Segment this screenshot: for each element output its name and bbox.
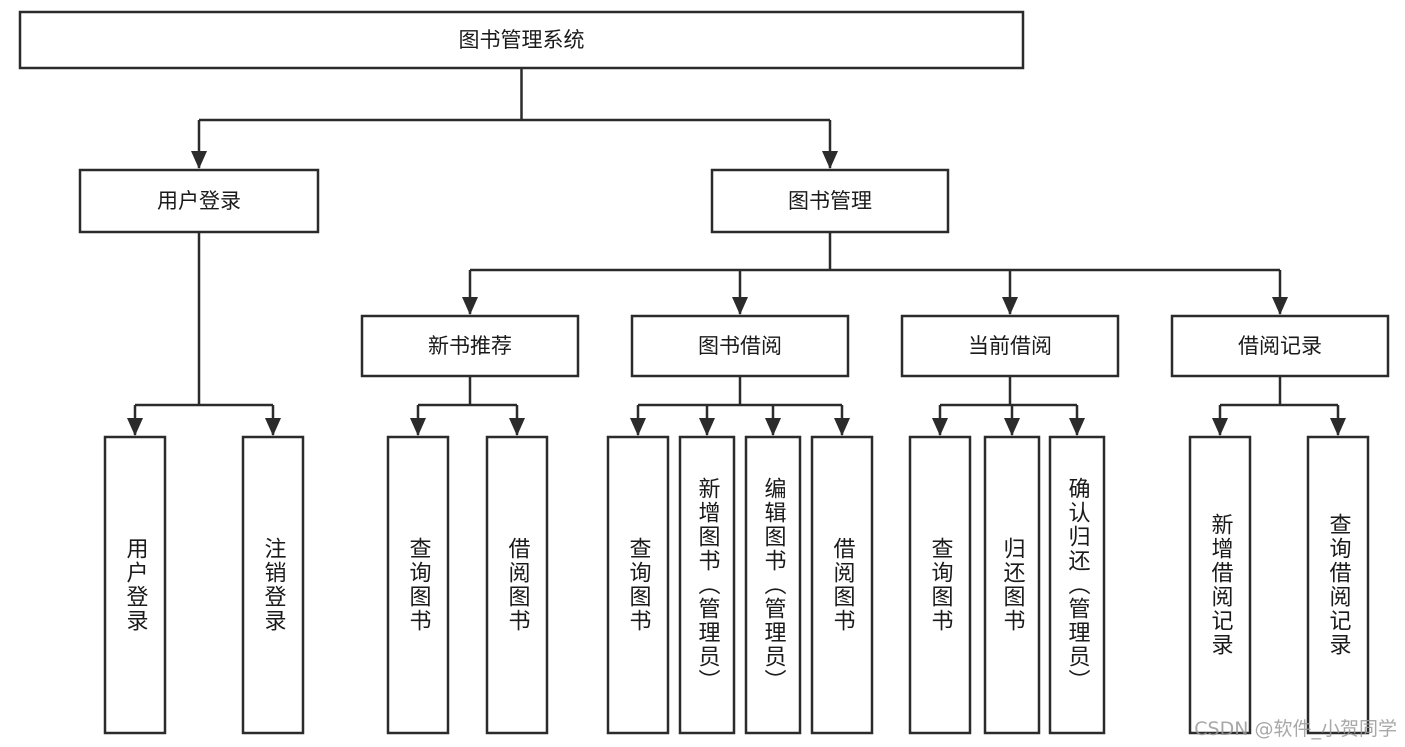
node-user-login[interactable]: 用户登录 [78,168,320,234]
arrow-head-icon [1330,418,1346,436]
node-root-label: 图书管理系统 [459,28,585,52]
arrow-head-icon [410,418,426,436]
leaf-leaf-query-record[interactable] [1306,435,1370,735]
arrow-head-icon [699,418,715,436]
node-new-book-recommend[interactable]: 新书推荐 [360,314,580,378]
watermark: CSDN @软件_小贺同学 [1194,718,1397,740]
leaf-leaf-confirm-return[interactable] [1048,435,1106,735]
connectors-layer [127,68,1346,436]
leaf-leaf-edit-book[interactable] [744,435,802,735]
arrow-head-icon [462,297,478,315]
node-book-manage[interactable]: 图书管理 [710,168,950,234]
node-user-login-label: 用户登录 [157,189,241,213]
node-book-borrow-rect[interactable] [630,314,850,378]
node-borrow-record-label: 借阅记录 [1238,334,1322,358]
node-new-book-recommend-rect[interactable] [360,314,580,378]
arrow-head-icon [1272,297,1288,315]
arrow-head-icon [834,418,850,436]
arrow-head-icon [1002,297,1018,315]
node-new-book-recommend-label: 新书推荐 [428,334,512,358]
leaf-leaf-query-book-1[interactable] [386,435,450,735]
leaf-leaf-query-book-3[interactable] [908,435,972,735]
arrow-head-icon [630,418,646,436]
node-root-rect[interactable] [18,10,1025,70]
node-borrow-record[interactable]: 借阅记录 [1170,314,1390,378]
node-user-login-rect[interactable] [78,168,320,234]
leaf-leaf-user-logout[interactable] [241,435,305,735]
leaf-leaf-borrow-book-1[interactable] [485,435,549,735]
arrow-head-icon [732,297,748,315]
node-current-borrow-label: 当前借阅 [968,334,1052,358]
node-borrow-record-rect[interactable] [1170,314,1390,378]
node-current-borrow-rect[interactable] [900,314,1120,378]
arrow-head-icon [509,418,525,436]
leaf-leaf-query-book-2[interactable] [606,435,670,735]
node-book-manage-label: 图书管理 [788,189,872,213]
leaf-leaf-add-record[interactable] [1188,435,1252,735]
node-book-borrow-label: 图书借阅 [698,334,782,358]
leaf-leaf-return-book[interactable] [983,435,1041,735]
node-current-borrow[interactable]: 当前借阅 [900,314,1120,378]
node-root[interactable]: 图书管理系统 [18,10,1025,70]
arrow-head-icon [1069,418,1085,436]
leaf-leaf-user-login[interactable] [103,435,167,735]
arrow-head-icon [822,151,838,169]
arrow-head-icon [932,418,948,436]
node-book-manage-rect[interactable] [710,168,950,234]
arrow-head-icon [191,151,207,169]
leaf-leaf-borrow-book-2[interactable] [810,435,874,735]
leaf-leaf-add-book[interactable] [678,435,736,735]
arrow-head-icon [265,418,281,436]
arrow-head-icon [127,418,143,436]
arrow-head-icon [765,418,781,436]
arrow-head-icon [1212,418,1228,436]
node-book-borrow[interactable]: 图书借阅 [630,314,850,378]
arrow-head-icon [1004,418,1020,436]
